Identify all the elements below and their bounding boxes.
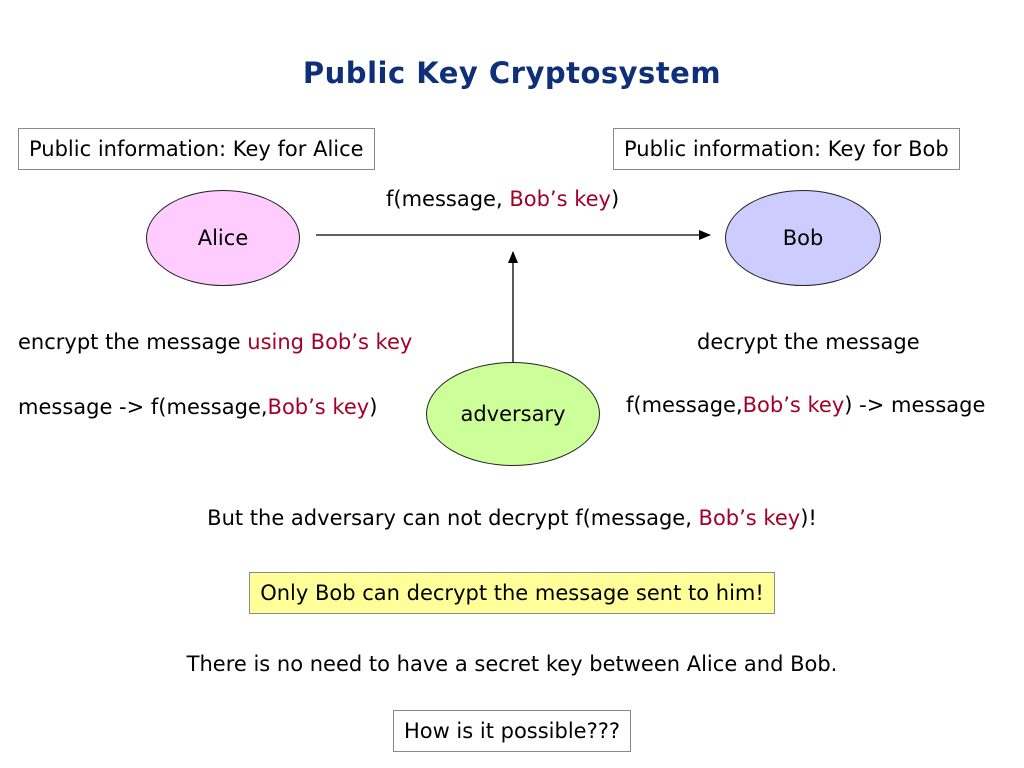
no-secret-key-text: There is no need to have a secret key be… xyxy=(186,652,838,676)
alice-node: Alice xyxy=(146,190,300,286)
only-bob-note: Only Bob can decrypt the message sent to… xyxy=(249,572,775,614)
bob-node: Bob xyxy=(725,190,881,286)
public-info-bob-box: Public information: Key for Bob xyxy=(613,128,960,170)
public-info-alice-box: Public information: Key for Alice xyxy=(18,128,375,170)
channel-label: f(message, Bob’s key) xyxy=(386,187,620,211)
adversary-cannot-decrypt-text: But the adversary can not decrypt f(mess… xyxy=(207,506,817,530)
channel-key: Bob’s key xyxy=(509,187,611,211)
adversary-label: adversary xyxy=(460,402,566,426)
alice-encrypt-formula: message -> f(message,Bob’s key) xyxy=(18,395,378,419)
alice-encrypt-text: encrypt the message using Bob’s key xyxy=(18,330,413,354)
bob-decrypt-formula: f(message,Bob’s key) -> message xyxy=(626,393,986,417)
adversary-node: adversary xyxy=(426,362,600,466)
highlight-note-row: Only Bob can decrypt the message sent to… xyxy=(0,572,1024,614)
page-title: Public Key Cryptosystem xyxy=(302,56,722,90)
question-box: How is it possible??? xyxy=(392,710,632,752)
bob-decrypt-text: decrypt the message xyxy=(697,330,920,354)
question-row: How is it possible??? xyxy=(0,710,1024,752)
alice-label: Alice xyxy=(197,226,249,250)
bob-label: Bob xyxy=(782,226,824,250)
